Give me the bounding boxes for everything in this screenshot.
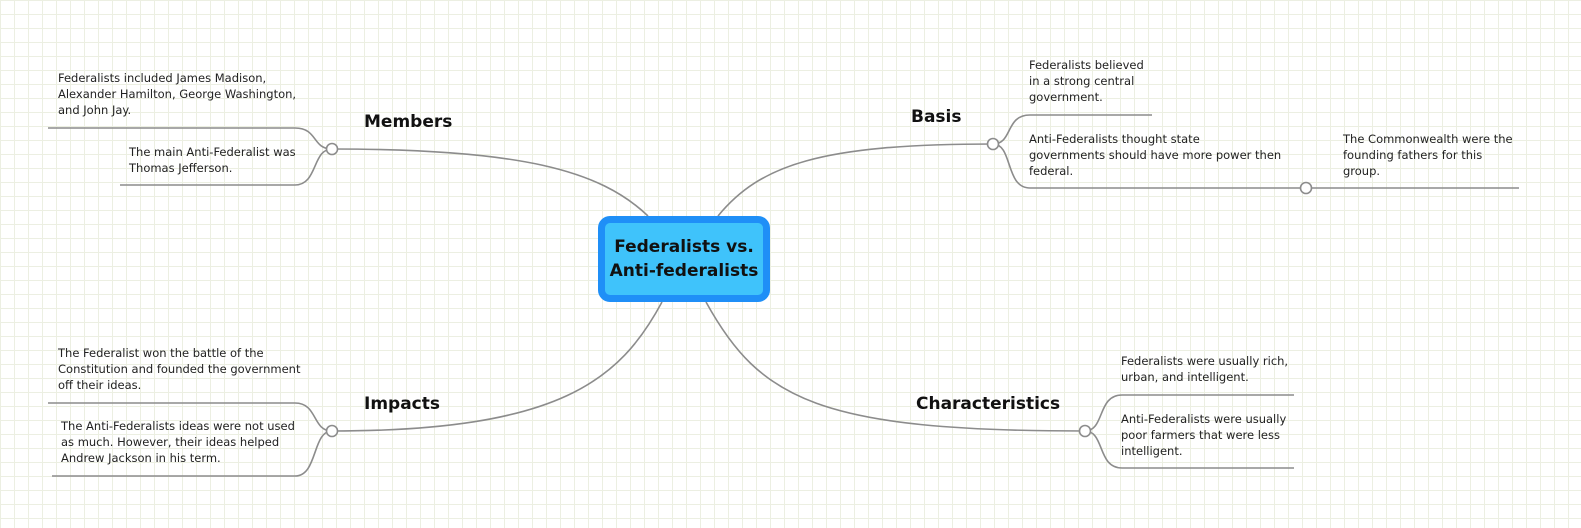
topic-basis[interactable]: Basis [911, 107, 962, 127]
central-topic-title: Federalists vs. Anti-federalists [609, 237, 759, 281]
topic-characteristics[interactable]: Characteristics [916, 394, 1061, 414]
members-note-federalists[interactable]: Federalists included James Madison, Alex… [58, 71, 297, 117]
connector-members [331, 148, 649, 217]
connector-impacts [331, 301, 663, 432]
connector-characteristics [705, 301, 1086, 432]
collapse-toggle-impacts[interactable] [325, 424, 339, 438]
collapse-toggle-members[interactable] [325, 142, 339, 156]
topic-impacts[interactable]: Impacts [364, 394, 441, 414]
basis-sub-note-commonwealth[interactable]: The Commonwealth were the founding fathe… [1343, 132, 1513, 178]
collapse-toggle-basis[interactable] [986, 137, 1000, 151]
central-topic[interactable]: Federalists vs. Anti-federalists [598, 216, 770, 302]
basis-note-anti-federalists[interactable]: Anti-Federalists thought state governmen… [1029, 132, 1282, 178]
characteristics-note-federalists[interactable]: Federalists were usually rich, urban, an… [1121, 354, 1289, 384]
impacts-note-anti-federalists[interactable]: The Anti-Federalists ideas were not used… [61, 419, 295, 465]
characteristics-note-anti-federalists[interactable]: Anti-Federalists were usually poor farme… [1121, 412, 1287, 458]
topic-members[interactable]: Members [364, 112, 453, 132]
connector-basis [717, 143, 994, 217]
collapse-toggle-characteristics[interactable] [1078, 424, 1092, 438]
impacts-note-federalist[interactable]: The Federalist won the battle of the Con… [58, 346, 301, 392]
collapse-toggle-basis-note-2[interactable] [1299, 181, 1313, 195]
basis-note-federalists[interactable]: Federalists believed in a strong central… [1029, 58, 1144, 104]
members-note-anti-federalist[interactable]: The main Anti-Federalist was Thomas Jeff… [129, 145, 296, 175]
